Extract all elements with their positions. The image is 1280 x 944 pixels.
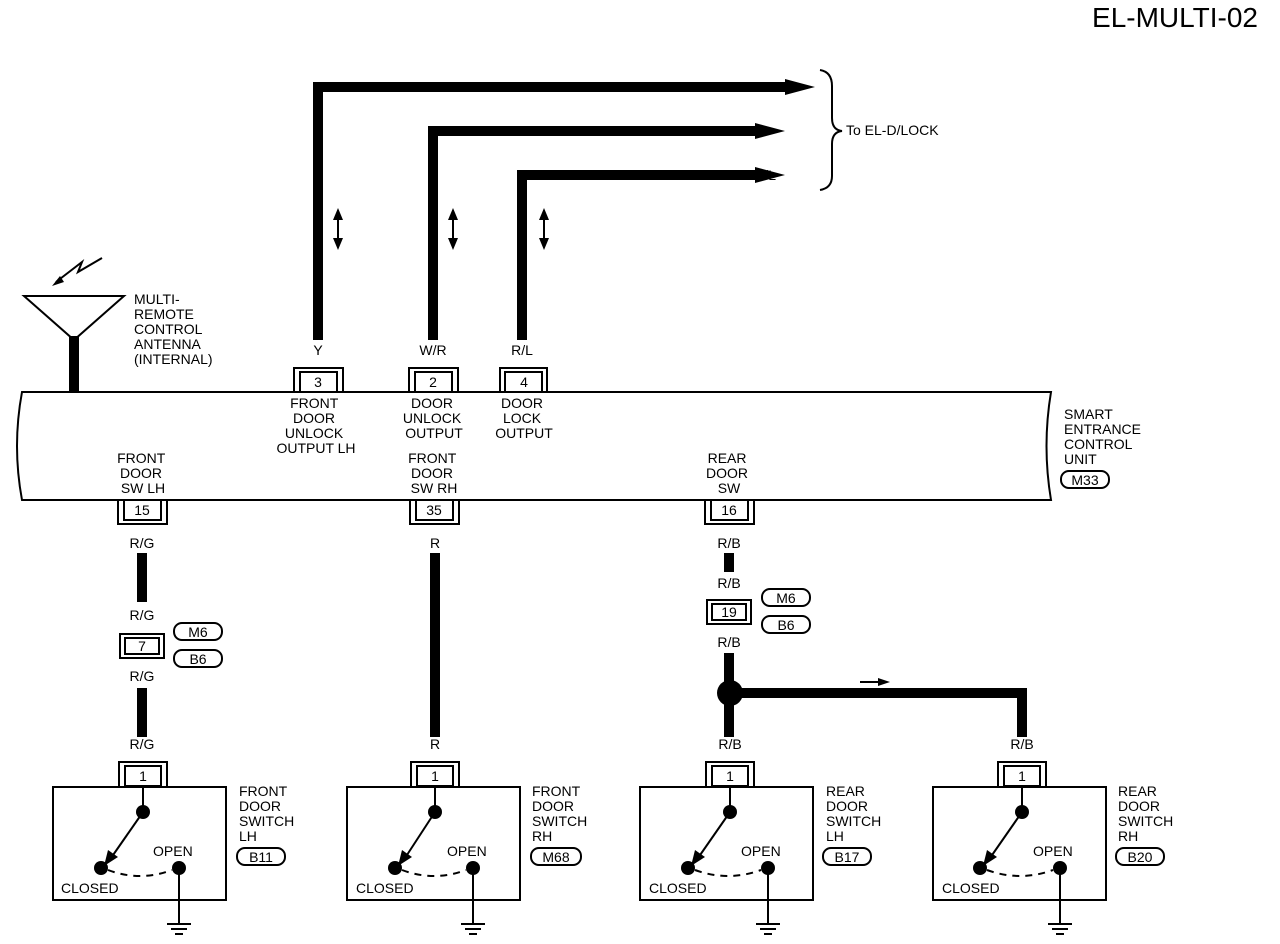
splice-point [717, 680, 743, 706]
switch-closed-label: CLOSED [356, 880, 414, 896]
connector-pin [293, 367, 344, 393]
connector-tag-label: B6 [189, 651, 206, 667]
pin-number: 35 [426, 502, 442, 518]
switch-label: FRONT DOOR SWITCH LH [239, 783, 298, 844]
connector-tag [173, 649, 223, 668]
page-title: EL-MULTI-02 [1092, 2, 1258, 33]
switch-label: REAR DOOR SWITCH RH [1118, 783, 1177, 844]
wire-color-label: R/B [717, 575, 740, 591]
connector-pin [408, 367, 459, 393]
pin-number: 16 [721, 502, 737, 518]
output-function-label: DOOR LOCK OUTPUT [495, 395, 553, 441]
antenna-icon [21, 257, 127, 392]
destination-label: To EL-D/LOCK [846, 122, 939, 138]
output-wire-color: R/L [511, 342, 533, 358]
output-wires [313, 79, 815, 340]
wire-color-label: R/G [130, 736, 155, 752]
rear-door-switch-rh [932, 761, 1107, 935]
front-door-switch-rh [346, 761, 521, 935]
switch-open-label: OPEN [1033, 843, 1073, 859]
rear-door-switch-lh [639, 761, 814, 935]
wire-color-wr-top: W/R [719, 123, 746, 139]
switch-closed-label: CLOSED [649, 880, 707, 896]
destination-brace [819, 69, 843, 191]
connector-tag [822, 847, 872, 866]
connector-pin [117, 499, 168, 525]
wire-color-label: R/G [130, 668, 155, 684]
connector-pin [499, 367, 548, 393]
connector-tag-label: B6 [777, 617, 794, 633]
front-door-switch-lh [52, 761, 227, 935]
switch-open-label: OPEN [153, 843, 193, 859]
connector-tag-label: M6 [188, 624, 208, 640]
wire-color-label: R/B [1010, 736, 1033, 752]
connector-tag-label: M6 [776, 590, 796, 606]
switch-open-label: OPEN [447, 843, 487, 859]
pin-number: 4 [520, 374, 528, 390]
direction-arrow-icon [860, 678, 890, 686]
pin-number: 15 [134, 502, 150, 518]
connector-pin [704, 499, 755, 525]
wire-color-y-top: Y [769, 79, 779, 95]
pin-number: 1 [139, 768, 147, 784]
switch-label: FRONT DOOR SWITCH RH [532, 783, 591, 844]
pin-number: 7 [138, 638, 146, 654]
switch-closed-label: CLOSED [61, 880, 119, 896]
output-wire-color: W/R [419, 342, 446, 358]
switch-label: REAR DOOR SWITCH LH [826, 783, 885, 844]
connector-tag-label: M33 [1071, 472, 1098, 488]
input-function-label: REAR DOOR SW [706, 450, 752, 496]
wire-color-label: R [430, 736, 440, 752]
wire-color-label: R/B [717, 634, 740, 650]
wire-color-label: R/G [130, 607, 155, 623]
pin-number: 2 [429, 374, 437, 390]
switch-closed-label: CLOSED [942, 880, 1000, 896]
connector-tag-label: M68 [542, 849, 569, 865]
output-function-label: DOOR UNLOCK OUTPUT [403, 395, 465, 441]
connector-tag-label: B11 [249, 849, 273, 865]
bidirectional-arrow-icon [333, 208, 343, 250]
connector-tag-label: B17 [835, 849, 860, 865]
wire-color-label: R [430, 535, 440, 551]
bidirectional-arrow-icon [448, 208, 458, 250]
wire-color-label: R/B [718, 736, 741, 752]
input-function-label: FRONT DOOR SW LH [117, 450, 169, 496]
bidirectional-arrow-icon [539, 208, 549, 250]
antenna-label: MULTI- REMOTE CONTROL ANTENNA (INTERNAL) [134, 291, 213, 367]
input-function-label: FRONT DOOR SW RH [408, 450, 460, 496]
connector-tag [236, 847, 286, 866]
output-wire-color: Y [313, 342, 323, 358]
control-unit-label: SMART ENTRANCE CONTROL UNIT [1064, 406, 1145, 467]
connector-tag [173, 622, 223, 641]
connector-tag [761, 588, 811, 607]
pin-number: 1 [726, 768, 734, 784]
wire-color-label: R/B [717, 535, 740, 551]
harness-connector [119, 633, 165, 659]
connector-tag [1060, 470, 1110, 489]
connector-tag [530, 847, 582, 866]
pin-number: 3 [314, 374, 322, 390]
wire-color-rl-top: R/L [754, 167, 776, 183]
pin-number: 19 [721, 604, 737, 620]
connector-tag-label: B20 [1128, 849, 1153, 865]
wire-color-label: R/G [130, 535, 155, 551]
control-unit-box [16, 391, 1053, 501]
switch-open-label: OPEN [741, 843, 781, 859]
connector-pin [409, 499, 460, 525]
harness-connector [706, 599, 752, 625]
pin-number: 1 [431, 768, 439, 784]
pin-number: 1 [1018, 768, 1026, 784]
connector-tag [761, 615, 811, 634]
output-function-label: FRONT DOOR UNLOCK OUTPUT LH [276, 395, 355, 456]
connector-tag [1115, 847, 1165, 866]
